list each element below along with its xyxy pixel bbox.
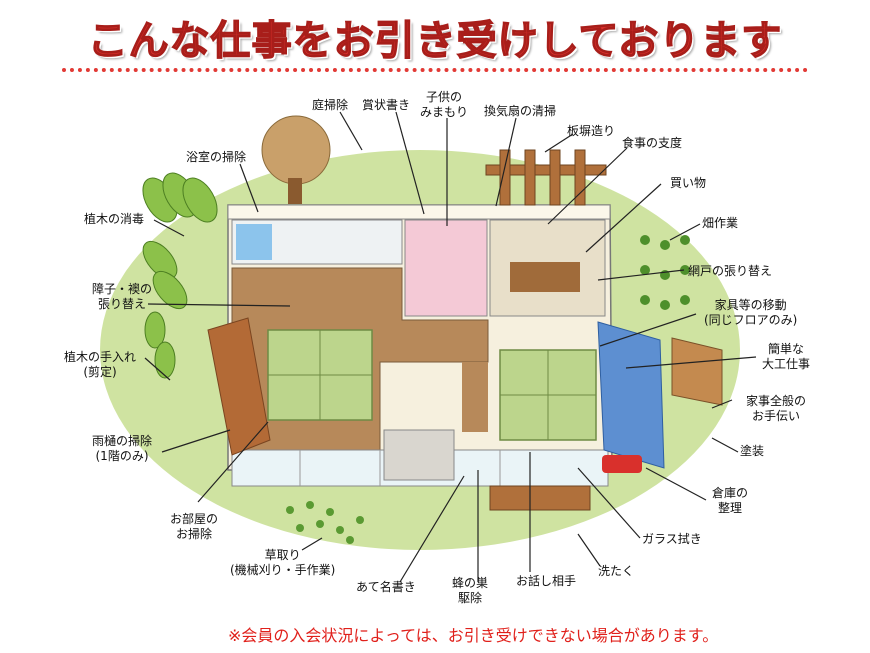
label-kodomo: 子供のみまもり (420, 90, 469, 119)
label-shokuji: 食事の支度 (622, 136, 683, 150)
label-itabei: 板塀造り (567, 124, 616, 138)
label-niwa-souji: 庭掃除 (312, 98, 349, 112)
left-pergola (207, 317, 271, 456)
blue-roof (597, 321, 665, 469)
left-bushes (142, 172, 218, 379)
label-ohanashi: お話し相手 (516, 574, 577, 588)
storage-shelf (671, 337, 723, 406)
label-souko: 倉庫の整理 (712, 486, 749, 515)
label-yokushitsu: 浴室の掃除 (186, 150, 247, 164)
red-cart (602, 455, 642, 473)
title-dotted-rule (62, 68, 808, 72)
label-heya: お部屋のお掃除 (170, 512, 219, 541)
leader-lines (144, 111, 757, 583)
label-shoujou-gaki: 賞状書き (362, 98, 411, 112)
label-tosou: 塗装 (740, 444, 765, 458)
label-kaimono: 買い物 (670, 176, 707, 190)
grass-patch (286, 501, 364, 544)
tree (261, 115, 331, 185)
wooden-deck (489, 485, 591, 511)
footnote: ※会員の入会状況によっては、お引き受けできない場合があります。 (228, 626, 719, 645)
label-sentaku: 洗たく (598, 564, 635, 578)
wooden-fence (485, 149, 607, 206)
label-shodoku: 植木の消毒 (84, 212, 145, 226)
label-kagu: 家具等の移動(同じフロアのみ) (704, 298, 798, 327)
label-amido: 網戸の張り替え (688, 264, 773, 278)
label-hatake: 畑作業 (702, 216, 739, 230)
label-kusatori: 草取り(機械刈り・手作業) (230, 548, 336, 577)
label-kaji: 家事全般のお手伝い (746, 394, 807, 423)
label-hachi: 蜂の巣駆除 (452, 576, 489, 605)
label-teire: 植木の手入れ(剪定) (64, 350, 137, 379)
label-amadoi: 雨樋の掃除(1階のみ) (92, 434, 153, 463)
label-atena: あて名書き (356, 580, 416, 594)
entrance (383, 429, 455, 481)
page-title: こんな仕事をお引き受けしております (87, 17, 783, 64)
label-daiku: 簡単な大工仕事 (762, 342, 811, 371)
label-shouji: 障子・襖の張り替え (92, 282, 153, 311)
label-glass: ガラス拭き (642, 532, 702, 546)
kids-room (404, 219, 488, 317)
label-kankisen: 換気扇の清掃 (484, 104, 557, 118)
